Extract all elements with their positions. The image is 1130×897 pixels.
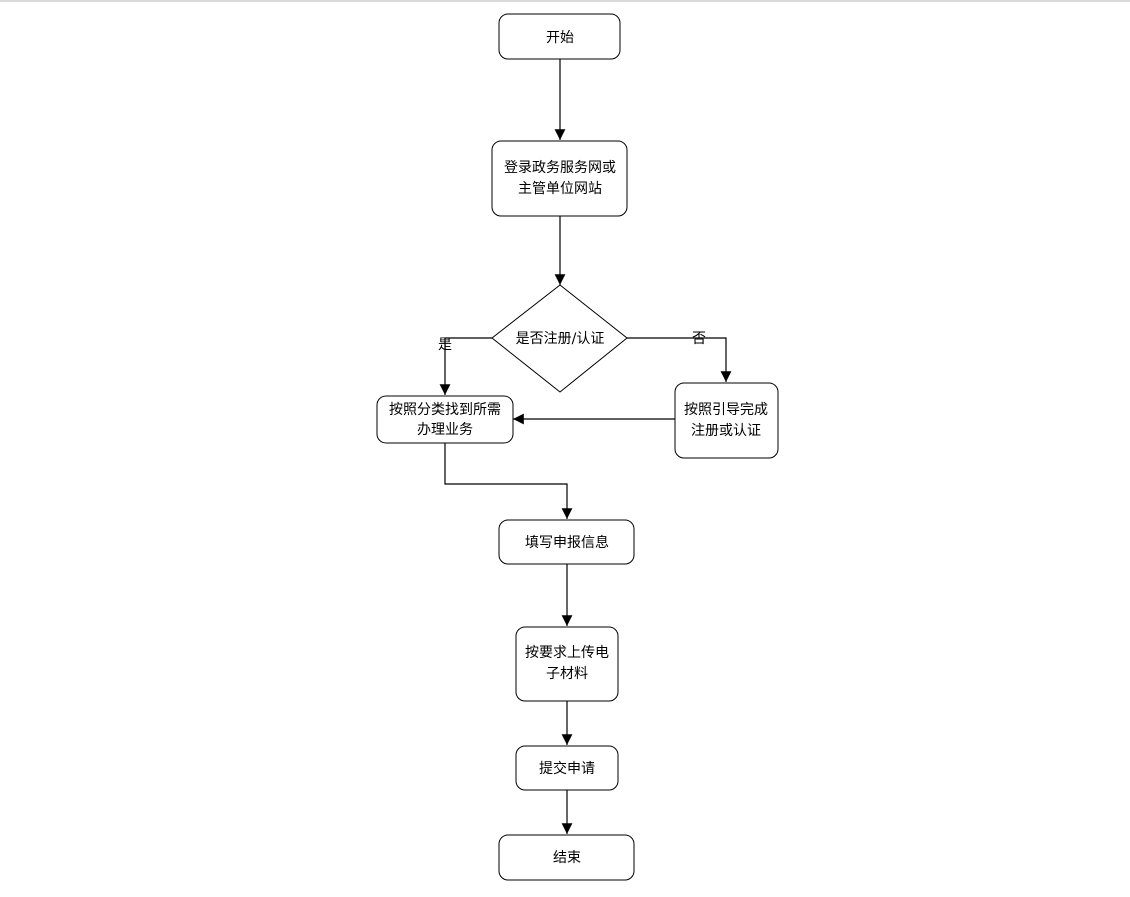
node-upload-label-line2: 子材料 xyxy=(546,666,588,682)
node-fill-info-label: 填写申报信息 xyxy=(525,534,609,551)
edge-label-yes: 是 xyxy=(438,337,452,353)
node-end: 结束 xyxy=(498,834,635,881)
node-find-service-label-line1: 按照分类找到所需 xyxy=(389,402,501,418)
node-start-label: 开始 xyxy=(546,30,574,46)
node-upload-label-line1: 按要求上传电 xyxy=(525,645,609,661)
node-register-label-line1: 按照引导完成 xyxy=(684,402,768,418)
arrow-decision-yes xyxy=(439,337,492,395)
connectors xyxy=(439,59,732,834)
node-submit-label: 提交申请 xyxy=(539,760,595,777)
node-login-label-line1: 登录政务服务网或 xyxy=(504,160,616,176)
node-login: 登录政务服务网或 主管单位网站 xyxy=(491,140,628,217)
node-register: 按照引导完成 注册或认证 xyxy=(674,382,779,459)
node-upload: 按要求上传电 子材料 xyxy=(515,626,619,702)
top-divider xyxy=(0,0,1130,2)
node-register-label-line2: 注册或认证 xyxy=(691,423,761,439)
edge-label-no: 否 xyxy=(692,331,706,347)
node-find-service: 按照分类找到所需 办理业务 xyxy=(376,395,514,444)
node-end-label: 结束 xyxy=(553,850,581,866)
node-decision-label: 是否注册/认证 xyxy=(516,331,605,347)
node-submit: 提交申请 xyxy=(515,745,619,791)
node-start: 开始 xyxy=(498,13,621,60)
node-fill-info: 填写申报信息 xyxy=(498,519,635,565)
arrow-decision-no xyxy=(627,337,732,382)
node-decision: 是否注册/认证 xyxy=(491,284,628,393)
arrow-find-to-fill xyxy=(444,443,573,519)
node-login-label-line2: 主管单位网站 xyxy=(518,181,602,197)
node-find-service-label-line2: 办理业务 xyxy=(417,422,473,438)
